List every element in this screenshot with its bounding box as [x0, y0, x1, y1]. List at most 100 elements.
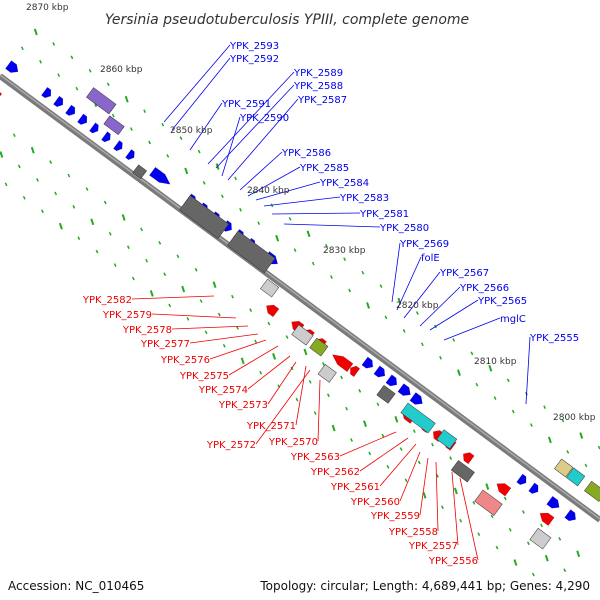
leader-line	[443, 317, 501, 341]
scale-tick	[449, 456, 453, 460]
scale-tick	[124, 95, 129, 103]
leader-line	[283, 223, 381, 228]
scale-tick	[113, 263, 117, 267]
scale-tick	[340, 375, 344, 380]
scale-tick	[579, 432, 584, 439]
scale-tick	[197, 149, 201, 154]
leader-line	[239, 151, 283, 191]
forward-gene-arrow	[101, 131, 111, 143]
other-gene-box	[309, 337, 329, 357]
topology-summary: Topology: circular; Length: 4,689,441 bp…	[260, 579, 590, 593]
reverse-gene-label: YPK_2577	[140, 339, 190, 350]
scale-tick	[143, 109, 147, 114]
scale-tick	[239, 207, 242, 212]
leader-line	[247, 166, 301, 197]
forward-gene-label: YPK_2569	[399, 239, 449, 250]
rna-gene-box	[436, 429, 458, 450]
scale-tick	[222, 343, 226, 348]
scale-tick	[57, 73, 61, 78]
scale-tick	[576, 550, 581, 558]
forward-gene-label: YPK_2585	[299, 163, 349, 174]
scale-tick	[58, 222, 63, 230]
accession-text: Accession: NC_010465	[8, 579, 145, 593]
scale-tick	[275, 234, 280, 242]
forward-gene-label: YPK_2584	[319, 178, 369, 189]
scale-tick	[39, 59, 42, 64]
scale-label: 2830 kbp	[323, 246, 366, 256]
scale-tick	[326, 393, 330, 398]
scale-tick	[272, 353, 277, 360]
leader-line	[396, 256, 422, 311]
pseudo-gene-box	[227, 230, 276, 274]
forward-gene-label: YPK_2589	[293, 68, 343, 79]
leader-line	[267, 361, 297, 405]
scale-tick	[4, 182, 8, 187]
scale-tick	[493, 396, 497, 400]
scale-tick	[495, 545, 499, 550]
scale-tick	[204, 330, 208, 335]
scale-tick	[85, 187, 89, 191]
genome-backbone	[0, 73, 600, 523]
forward-gene-labels: YPK_2593YPK_2592YPK_2589YPK_2588YPK_2591…	[221, 41, 579, 344]
scale-tick	[126, 245, 130, 250]
scale-tick	[75, 86, 79, 91]
scale-tick	[194, 267, 198, 272]
reverse-gene-label: YPK_2556	[428, 556, 478, 567]
reverse-gene-arrow	[266, 304, 280, 318]
forward-gene-arrow	[65, 104, 76, 116]
leader-line	[435, 461, 439, 532]
leader-line	[171, 57, 231, 131]
scale-label: 2840 kbp	[247, 186, 290, 196]
scale-tick	[506, 378, 510, 383]
scale-tick	[212, 281, 217, 289]
scale-tick	[111, 113, 115, 118]
leader-line	[339, 431, 397, 457]
scale-tick	[350, 438, 353, 442]
scale-label: 2800 kbp	[553, 413, 596, 423]
leader-line	[189, 333, 259, 344]
scale-tick	[303, 348, 308, 356]
scale-tick	[288, 217, 292, 221]
forward-gene-arrow	[53, 95, 64, 108]
forward-gene-label: YPK_2591	[221, 99, 271, 110]
tick-marks	[0, 28, 600, 577]
scale-tick	[293, 248, 297, 252]
reverse-gene-label: YPK_2557	[408, 541, 458, 552]
forward-gene-arrow	[361, 356, 374, 369]
scale-tick	[544, 554, 549, 562]
scale-tick	[475, 382, 479, 387]
scale-tick	[331, 424, 336, 432]
leader-line	[379, 443, 417, 487]
scale-tick	[181, 285, 186, 293]
scale-tick	[308, 379, 312, 384]
forward-gene-arrow	[516, 473, 527, 485]
forward-gene-arrow	[5, 60, 19, 73]
forward-gene-arrow	[564, 509, 576, 522]
scale-tick	[386, 465, 390, 469]
scale-tick	[106, 82, 110, 87]
scale-tick	[561, 418, 565, 423]
scale-tick	[503, 496, 507, 501]
scale-tick	[202, 181, 206, 185]
scale-tick	[381, 433, 385, 438]
scale-tick	[158, 241, 162, 245]
scale-tick	[477, 532, 481, 537]
reverse-gene-label: YPK_2576	[160, 355, 210, 366]
forward-gene-label: YPK_2593	[229, 41, 279, 52]
leader-line	[221, 116, 241, 177]
leader-line	[419, 457, 429, 516]
scale-tick	[453, 487, 458, 495]
reverse-gene-label: YPK_2562	[310, 467, 360, 478]
forward-gene-arrow	[89, 122, 99, 134]
gene-features	[0, 60, 600, 550]
genome-backbone-highlight	[0, 74, 600, 520]
reverse-gene-arrow	[0, 89, 3, 103]
scale-tick	[88, 69, 92, 73]
reverse-gene-arrow	[539, 512, 555, 526]
pseudo-gene-box	[317, 364, 337, 383]
scale-tick	[490, 514, 494, 519]
scale-tick	[526, 541, 530, 546]
scale-tick	[249, 308, 253, 312]
